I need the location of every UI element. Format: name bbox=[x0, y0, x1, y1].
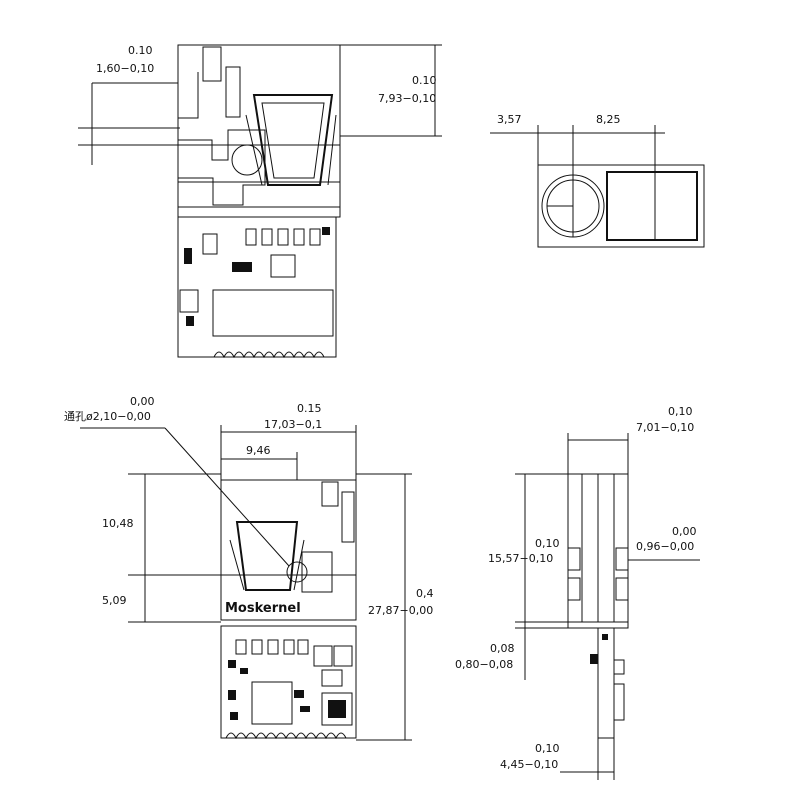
pcb-outline bbox=[177, 216, 337, 358]
connector-housing-outline bbox=[220, 479, 357, 621]
mount-hole bbox=[231, 144, 263, 176]
side-pcb bbox=[597, 627, 615, 739]
dim-label: 0,96−0,00 bbox=[636, 540, 694, 553]
dim-label: 0.15 bbox=[297, 402, 322, 415]
dim-label: 0,00 bbox=[130, 395, 155, 408]
brand-label: Moskernel bbox=[225, 601, 301, 616]
dim-label: 15,57−0,10 bbox=[488, 552, 553, 565]
side-view: 0,10 7,01−0,10 0,10 15,57−0,10 0,00 0,96… bbox=[455, 405, 700, 780]
dim-label: 0,4 bbox=[416, 587, 434, 600]
dim-label: 1,60−0,10 bbox=[96, 62, 154, 75]
dim-label: 10,48 bbox=[102, 517, 134, 530]
dim-label: 0,10 bbox=[535, 537, 560, 550]
dim-label: 0,80−0,08 bbox=[455, 658, 513, 671]
dim-label: 3,57 bbox=[497, 113, 522, 126]
dim-label: 通孔ø2,10−0,00 bbox=[64, 410, 151, 423]
dim-label: 5,09 bbox=[102, 594, 127, 607]
dim-label: 0,10 bbox=[535, 742, 560, 755]
end-view-outline bbox=[537, 164, 705, 248]
front-view: Moskernel 0,00 通孔ø2,10 bbox=[64, 395, 434, 741]
dim-label: 9,46 bbox=[246, 444, 271, 457]
dim-label: 0,00 bbox=[672, 525, 697, 538]
pcb-outline bbox=[220, 625, 357, 739]
dim-label: 0,08 bbox=[490, 642, 515, 655]
rj45-opening bbox=[252, 94, 334, 186]
top-view: 0.10 1,60−0,10 0.10 7,93−0,10 bbox=[78, 44, 442, 359]
dim-label: 17,03−0,1 bbox=[264, 418, 322, 431]
dim-label: 7,01−0,10 bbox=[636, 421, 694, 434]
mount-hole bbox=[286, 561, 308, 583]
dim-label: 0,10 bbox=[668, 405, 693, 418]
dim-label: 4,45−0,10 bbox=[500, 758, 558, 771]
dim-label: 0.10 bbox=[412, 74, 437, 87]
dim-label: 8,25 bbox=[596, 113, 621, 126]
end-view: 3,57 8,25 bbox=[490, 113, 705, 248]
dim-label: 7,93−0,10 bbox=[378, 92, 436, 105]
dim-label: 0.10 bbox=[128, 44, 153, 57]
dim-label: 27,87−0,00 bbox=[368, 604, 433, 617]
rj45-opening bbox=[235, 521, 299, 591]
